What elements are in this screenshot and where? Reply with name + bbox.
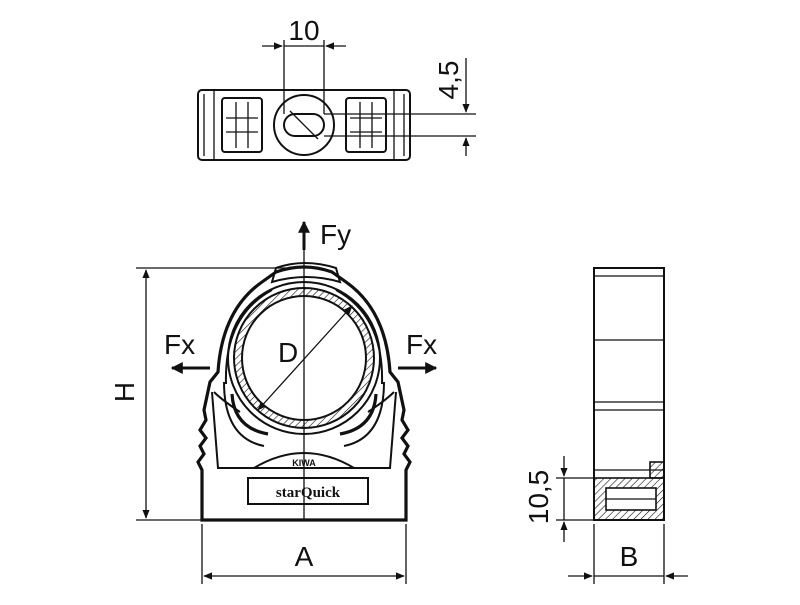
clip-latch [270,262,342,284]
force-fx-right-label: Fx [406,329,437,360]
dim-b: B [568,524,688,584]
top-view-right-slot [345,97,387,153]
top-view-center-hole [273,94,335,156]
top-view-left-slot [221,97,263,153]
side-view-base-section [593,461,665,521]
starquick-label: starQuick [276,485,341,501]
dim-4-5: 4,5 [324,58,476,156]
dim-10-label: 10 [288,15,319,46]
dim-h: H [109,267,286,521]
force-fx-left-label: Fx [164,329,195,360]
top-view: 10 4,5 [197,15,476,161]
force-fy-label: Fy [320,219,351,250]
side-view: 10,5 B [523,267,688,584]
clip-body-outline [196,265,412,522]
dim-10-5: 10,5 [523,456,594,542]
width-a-label: A [295,541,314,572]
dim-10-5-label: 10,5 [523,470,554,525]
front-view: KIWA starQuick Fy Fx Fx D H [109,219,438,584]
dim-4-5-label: 4,5 [433,61,464,100]
dim-10: 10 [262,15,346,114]
diameter-label: D [278,337,298,368]
dim-a: A [201,524,407,584]
starquick-badge [247,477,369,505]
height-label: H [109,382,140,402]
width-b-label: B [620,541,639,572]
